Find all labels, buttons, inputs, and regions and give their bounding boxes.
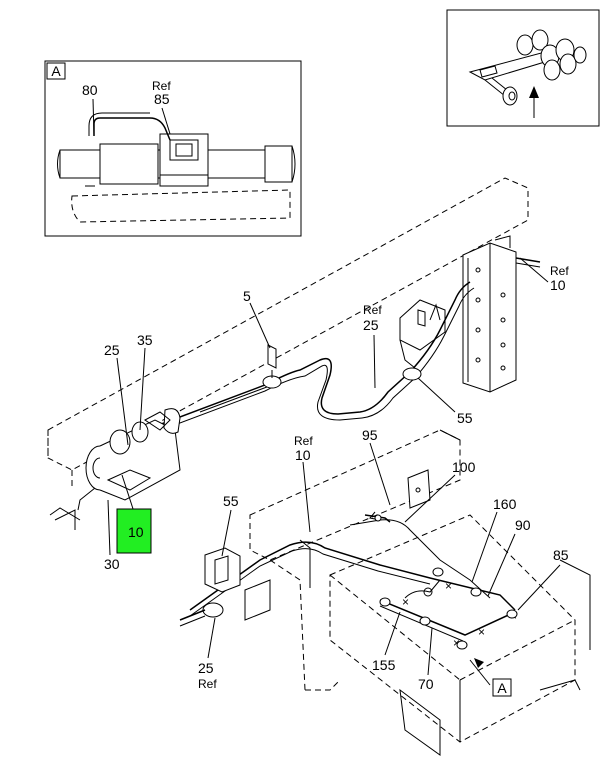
orientation-inset	[446, 9, 600, 127]
orientation-arrow-head	[529, 86, 539, 98]
inset-a-letter: A	[51, 63, 61, 79]
callout-90: 90	[515, 517, 531, 533]
view-a-marker-box	[492, 678, 512, 697]
callout-100: 100	[452, 459, 476, 475]
callout-160: 160	[493, 496, 517, 512]
callout-5: 5	[243, 288, 251, 304]
svg-text:×: ×	[453, 636, 460, 650]
callout-85: 85	[553, 547, 569, 563]
crossmember-bracket	[462, 235, 541, 393]
view-a-marker-letter: A	[497, 680, 507, 696]
tube-routing-upper	[139, 281, 475, 439]
callout-55-top: 55	[457, 410, 473, 426]
valve-assembly	[77, 408, 181, 511]
callout-ref10-mid-num: 10	[295, 447, 311, 463]
callout-30: 30	[104, 556, 120, 572]
callout-25-bottom-ref: Ref	[198, 677, 217, 691]
frame-rail-upper	[47, 177, 529, 530]
callout-ref25-num: 25	[363, 317, 379, 333]
tube-routing-lower	[189, 511, 518, 650]
inset-a-tube-assembly	[57, 112, 296, 223]
callout-85: 85	[154, 91, 170, 107]
svg-text:×: ×	[445, 579, 452, 593]
leader-lines	[107, 257, 561, 686]
clamp-lower-left	[179, 547, 241, 627]
pin-bracket-95	[364, 469, 431, 523]
callout-70: 70	[418, 676, 434, 692]
callout-80: 80	[82, 82, 98, 98]
clamp-55-top	[402, 367, 422, 381]
clip-bracket-upper	[399, 299, 446, 369]
svg-text:×: ×	[478, 625, 485, 639]
callout-25-left: 25	[104, 342, 120, 358]
inset-a-panel: A 80 Ref 85	[44, 60, 302, 237]
callout-10-highlight-box[interactable]	[116, 508, 152, 554]
view-a-arrow-icon	[474, 658, 484, 668]
callout-85-ref: Ref	[152, 79, 171, 93]
truck-chassis-icon	[468, 29, 587, 106]
callout-10-highlighted[interactable]: 10	[128, 524, 144, 540]
callout-35: 35	[137, 332, 153, 348]
callout-ref10-right-num: 10	[550, 277, 566, 293]
callout-labels: 5 35 25 10 30 Ref 25 55 Ref 10 Ref 10 95…	[104, 264, 569, 697]
callout-155: 155	[372, 657, 396, 673]
callout-ref10-right-ref: Ref	[550, 264, 569, 278]
callout-ref10-mid-ref: Ref	[294, 434, 313, 448]
inset-a-letter-box	[46, 62, 66, 80]
callout-55-left: 55	[223, 493, 239, 509]
svg-text:×: ×	[402, 595, 409, 609]
callout-ref25-ref: Ref	[363, 303, 382, 317]
callout-25-bottom-num: 25	[198, 660, 214, 676]
clamp-5	[262, 344, 282, 389]
callout-95: 95	[362, 427, 378, 443]
